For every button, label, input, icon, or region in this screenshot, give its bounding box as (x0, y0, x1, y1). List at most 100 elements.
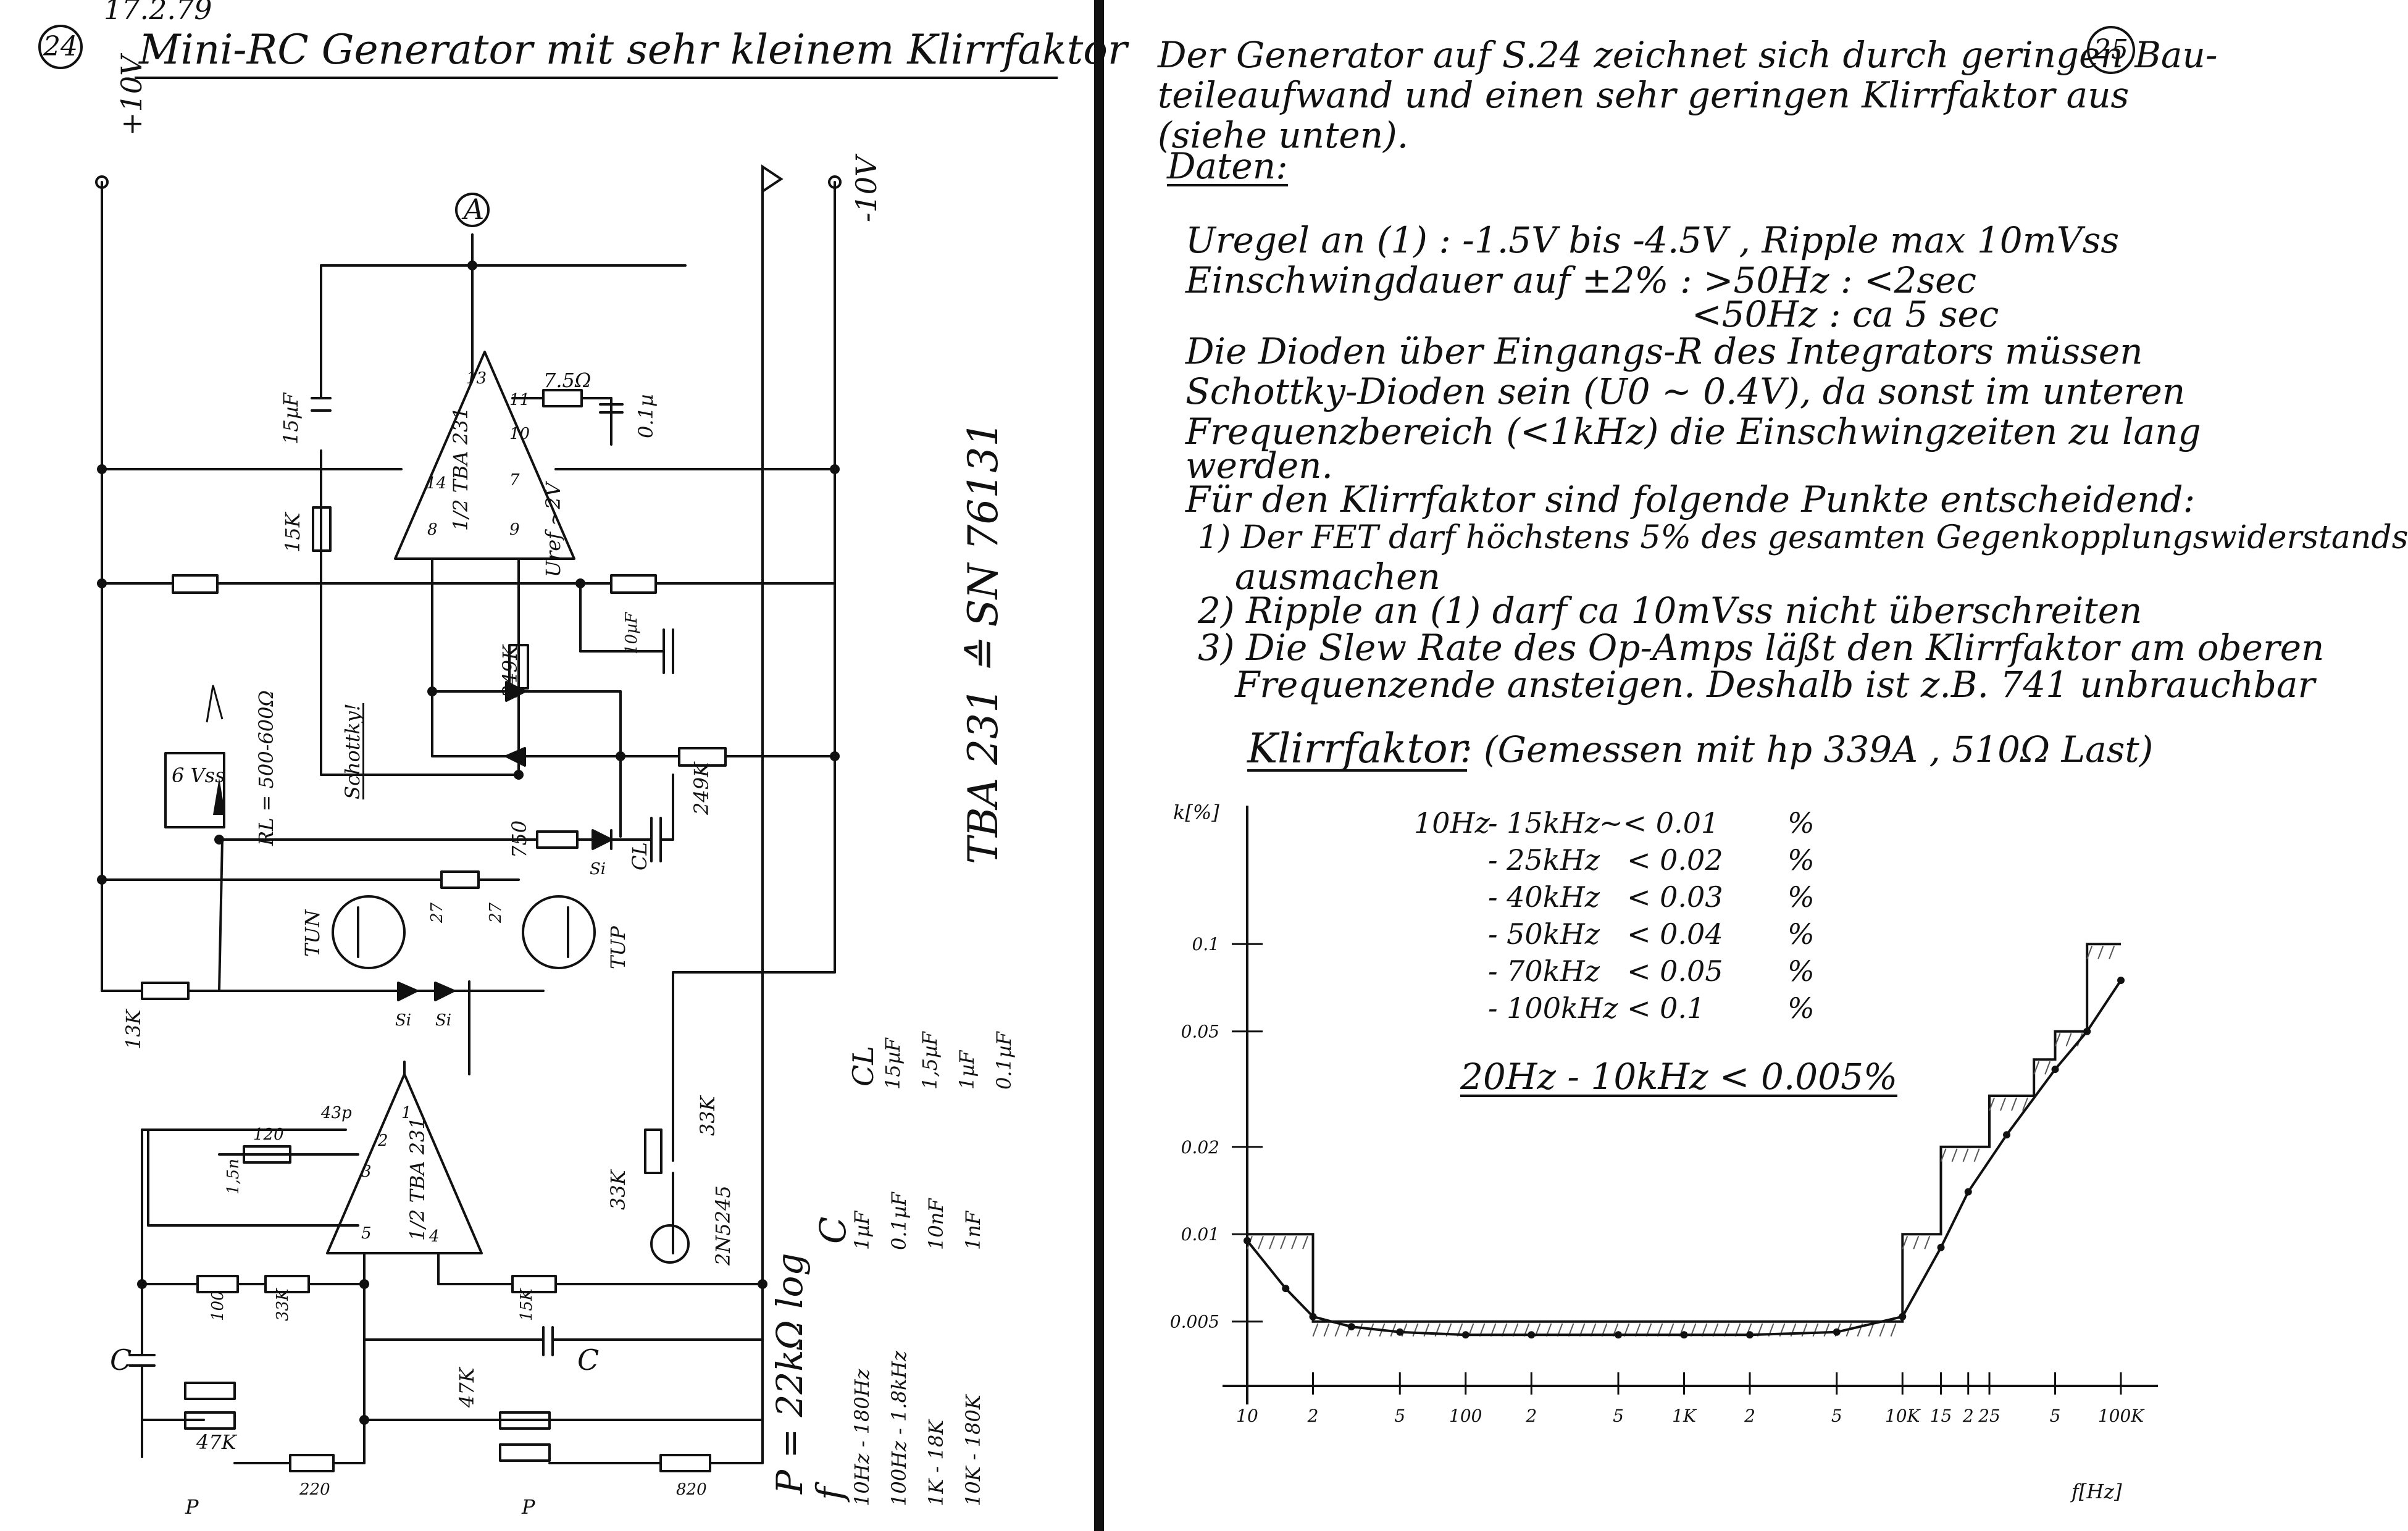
data-line: Einschwingdauer auf ±2% : >50Hz : <2sec (1185, 259, 1976, 301)
spec-value: < 0.04 (1627, 917, 1723, 951)
diode-si-2-label: Si (395, 1011, 412, 1030)
spec-range: - 50kHz (1488, 917, 1600, 951)
limit-hatch (1291, 1235, 1297, 1249)
limit-hatch (1989, 1097, 1995, 1111)
measured-point (1899, 1312, 1907, 1320)
spec-value: < 0.02 (1627, 843, 1723, 877)
spec-freq: 10Hz (1414, 806, 1490, 840)
measured-point (1396, 1328, 1404, 1336)
x-tick-label: 2 (1525, 1406, 1537, 1426)
spec-unit: % (1787, 991, 1815, 1025)
limit-hatch (1334, 1323, 1341, 1337)
c15n-label: 1,5n (224, 1158, 243, 1195)
limit-hatch (1302, 1235, 1308, 1249)
opamp-1-symbol (394, 351, 575, 560)
measured-point (1964, 1188, 1972, 1196)
intro-line: teileaufwand und einen sehr geringen Kli… (1158, 74, 2130, 116)
transistor-tun-label: TUN (301, 909, 324, 957)
r33k-b-label: 33K (606, 1170, 630, 1210)
rail-neg-label: -10V (850, 156, 883, 222)
ic1-pin8: 8 (427, 520, 438, 539)
table-f-row: 100Hz - 1.8kHz (887, 1350, 911, 1506)
pot47k-a-label: 47K (196, 1430, 236, 1454)
spec-range: - 100kHz (1488, 991, 1618, 1025)
table-f-row: 10Hz - 180Hz (850, 1369, 874, 1506)
ic1-pin11: 11 (509, 391, 530, 409)
x-tick-label: 5 (1394, 1406, 1405, 1426)
limit-hatch (1269, 1235, 1275, 1249)
r27a-label: 27 (428, 902, 446, 923)
r13k-label: 13K (122, 1009, 145, 1049)
c01u-label: 0.1µ (634, 394, 658, 438)
date: 17.2.79 (104, 0, 212, 26)
limit-hatch (1258, 1235, 1264, 1249)
measured-point (1615, 1331, 1623, 1339)
x-tick-label: 10 (1236, 1406, 1258, 1426)
output-terminal-marker (761, 164, 784, 194)
ic2-pin5: 5 (361, 1224, 372, 1243)
limit-hatch (1801, 1323, 1808, 1337)
x-tick-label: 10K (1885, 1406, 1921, 1426)
limit-hatch (2054, 1033, 2061, 1047)
x-tick-label: 5 (1831, 1406, 1842, 1426)
data-line: 1) Der FET darf höchstens 5% des gesamte… (1198, 519, 2408, 556)
spec-value: < 0.05 (1627, 954, 1723, 988)
limit-hatch (2065, 1033, 2072, 1047)
node-a-label: A (464, 193, 485, 226)
x-tick-label: 100 (1449, 1406, 1482, 1426)
measured-point (1347, 1323, 1355, 1331)
measured-distortion-line (1246, 979, 2122, 1337)
x-tick-label: 15 (1930, 1406, 1952, 1426)
daten-label: Daten: (1167, 145, 1288, 187)
limit-hatch (1879, 1323, 1886, 1337)
ic1-label: 1/2 TBA 231 (449, 407, 472, 531)
limit-hatch (1390, 1323, 1397, 1337)
x-tick-label: 2 (1962, 1406, 1974, 1426)
title-underline (135, 77, 1058, 79)
c43p-label: 43p (321, 1104, 352, 1122)
limit-hatch (2033, 1061, 2040, 1075)
klirr-subtitle: : (Gemessen mit hp 339A , 510Ω Last) (1460, 728, 2154, 770)
ic2-label: 1/2 TBA 231 (406, 1117, 429, 1241)
r249k-2-label: 249K (690, 762, 713, 815)
table-c-row: 10nF (924, 1198, 948, 1250)
cl-table-header: CL (847, 1046, 880, 1087)
limit-hatch (1962, 1148, 1969, 1162)
spec-range: - 70kHz (1488, 954, 1600, 988)
x-axis-label: f[Hz] (2071, 1480, 2122, 1503)
ic2-pin4: 4 (429, 1227, 440, 1246)
r820-label: 820 (676, 1480, 707, 1499)
table-c-row: 1µF (850, 1211, 874, 1250)
cl-table-row: 1µF (955, 1050, 979, 1090)
uref-label: Uref ~2V (541, 482, 565, 578)
data-line: 3) Die Slew Rate des Op-Amps läßt den Kl… (1198, 627, 2325, 669)
r33k-a-label: 33K (696, 1096, 719, 1136)
limit-hatch (2086, 945, 2093, 959)
klirr-title: Klirrfaktor (1247, 725, 1468, 772)
data-line: Frequenzende ansteigen. Deshalb ist z.B.… (1235, 664, 2315, 706)
fet-label: 2N5245 (711, 1185, 735, 1266)
table-c-header: C (812, 1216, 854, 1244)
data-line: werden. (1185, 444, 1333, 486)
data-line: 2) Ripple an (1) darf ca 10mVss nicht üb… (1198, 590, 2143, 632)
y-tick-label: 0.05 (1181, 1022, 1219, 1042)
page-number-left: 24 (38, 25, 83, 69)
limit-hatch (1890, 1323, 1897, 1337)
data-line: Für den Klirrfaktor sind folgende Punkte… (1185, 478, 2196, 520)
table-c-row: 0.1µF (887, 1192, 911, 1250)
x-tick-label: 2 (1307, 1406, 1319, 1426)
y-tick-label: 0.01 (1181, 1224, 1219, 1245)
measured-point (1528, 1331, 1536, 1339)
pot47k-b-label: 47K (455, 1367, 479, 1408)
limit-hatch (1357, 1323, 1363, 1337)
cl-table-row: 1,5µF (918, 1032, 942, 1090)
cl-table-row: 15µF (881, 1038, 905, 1090)
data-line: Frequenzbereich (<1kHz) die Einschwingze… (1185, 411, 2201, 453)
vss-label: 6 Vss (172, 764, 225, 787)
data-line: Schottky-Dioden sein (U0 ~ 0.4V), da son… (1185, 370, 2186, 412)
ic2-pin2: 2 (378, 1132, 388, 1150)
intro-line: (siehe unten). (1158, 114, 1409, 156)
spec-value: < 0.03 (1627, 880, 1723, 914)
r15k-b-label: 15K (517, 1288, 536, 1321)
table-f-row: 1K - 18K (924, 1419, 948, 1506)
